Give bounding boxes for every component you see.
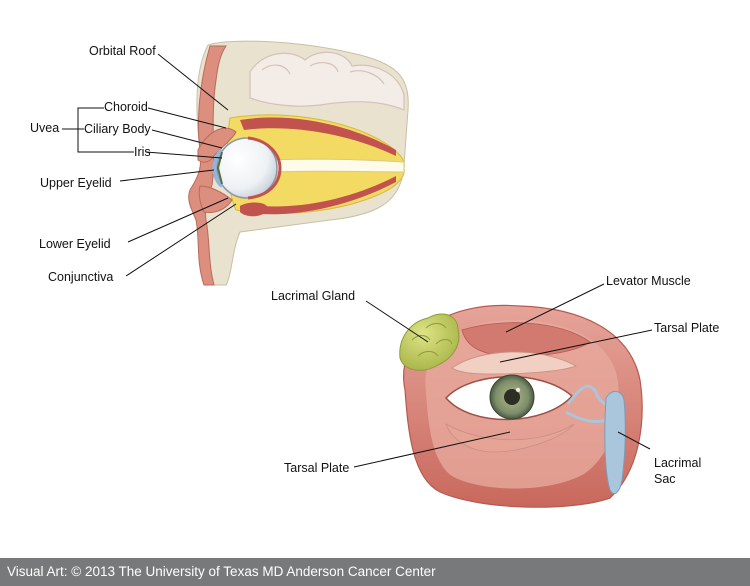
side-view-leaders <box>62 53 237 277</box>
brain-tissue <box>249 51 405 111</box>
label-conjunctiva: Conjunctiva <box>48 270 114 284</box>
label-lacrimal-sac-line2: Sac <box>654 472 676 486</box>
lacrimal-gland-shape <box>399 313 460 371</box>
lacrimal-sac-shape <box>604 391 626 495</box>
credit-text: Visual Art: © 2013 The University of Tex… <box>7 564 436 579</box>
label-choroid: Choroid <box>104 100 148 114</box>
cornea <box>212 148 224 188</box>
side-view-illustration <box>188 40 409 286</box>
upper-eyelid-shape <box>197 127 237 163</box>
label-tarsal-plate-lower: Tarsal Plate <box>284 461 350 475</box>
lower-tarsal-plate-shape <box>445 423 575 453</box>
label-lacrimal-sac-line1: Lacrimal <box>654 456 702 470</box>
label-lacrimal-gland: Lacrimal Gland <box>271 289 356 303</box>
superior-muscle <box>240 117 396 156</box>
diagram-artwork <box>62 40 653 508</box>
lower-eyelid-shape <box>198 185 233 213</box>
optic-nerve <box>269 158 405 173</box>
front-pupil <box>504 389 520 405</box>
credit-footer: Visual Art: © 2013 The University of Tex… <box>0 558 750 586</box>
lower-muscle <box>240 202 269 217</box>
label-ciliary-body: Ciliary Body <box>84 122 151 136</box>
label-levator-muscle: Levator Muscle <box>606 274 691 288</box>
upper-tarsal-plate-shape <box>451 351 577 375</box>
label-uvea: Uvea <box>30 121 60 135</box>
label-lower-eyelid: Lower Eyelid <box>39 237 111 251</box>
front-view-leaders <box>353 283 653 468</box>
label-iris: Iris <box>134 145 151 159</box>
label-orbital-roof: Orbital Roof <box>89 44 156 58</box>
label-tarsal-plate-upper: Tarsal Plate <box>654 321 720 335</box>
label-upper-eyelid: Upper Eyelid <box>40 176 112 190</box>
front-view-illustration <box>399 304 643 508</box>
levator-muscle-shape <box>461 322 591 357</box>
